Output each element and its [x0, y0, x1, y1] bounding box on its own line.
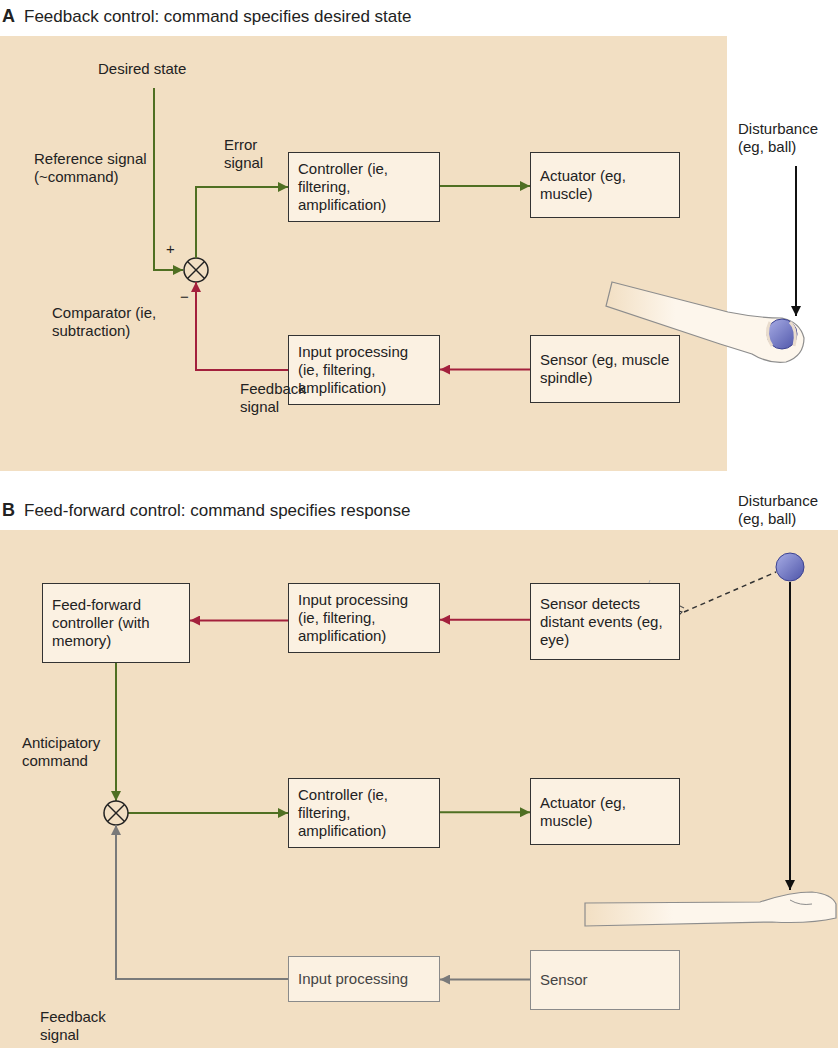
connector: [196, 187, 288, 370]
connector-line: [128, 812, 288, 814]
box-text: Feed-forward controller (with memory): [52, 596, 180, 650]
signal-label: Reference signal (~command): [34, 150, 150, 186]
disturbance-arrow: [795, 166, 797, 316]
connector-line: [196, 282, 288, 370]
panel-ground: [0, 36, 727, 471]
signal-label: Error signal: [224, 136, 284, 172]
connector: [440, 619, 530, 620]
connector-line: [196, 187, 288, 258]
connector-line: [440, 811, 530, 813]
signal-label: +: [166, 240, 180, 258]
panel-title: Feed-forward control: command specifies …: [24, 501, 410, 521]
box-text: Controller (ie, filtering, amplification…: [298, 160, 430, 214]
ball-illustration: [776, 553, 804, 581]
panel-ground: [0, 530, 838, 1048]
process-box: Controller (ie, filtering, amplification…: [288, 152, 440, 222]
connector-line: [440, 185, 530, 187]
connector-line: [115, 663, 117, 801]
box-text: Controller (ie, filtering, amplification…: [298, 786, 430, 840]
connector-line: [440, 369, 530, 371]
connector-line: [440, 979, 530, 981]
signal-label: Disturbance (eg, ball): [738, 492, 836, 528]
junction-symbol: [104, 801, 128, 825]
connector: [440, 812, 530, 813]
process-box: Actuator (eg, muscle): [530, 152, 680, 218]
signal-label: Disturbance (eg, ball): [738, 120, 836, 156]
process-box: Sensor (eg, muscle spindle): [530, 335, 680, 403]
box-text: Input processing (ie, filtering, amplifi…: [298, 591, 430, 645]
connector-line: [440, 619, 530, 621]
connector: [440, 186, 530, 187]
box-text: Input processing: [298, 970, 408, 988]
box-text: Input processing (ie, filtering, amplifi…: [298, 343, 430, 397]
signal-label: Feedback signal: [40, 1008, 114, 1044]
connector-line: [116, 825, 288, 979]
signal-label: Anticipatory command: [22, 734, 112, 770]
panel-letter: A: [2, 6, 15, 27]
box-text: Actuator (eg, muscle): [540, 167, 670, 203]
process-box: Sensor: [530, 950, 680, 1010]
panel-title: Feedback control: command specifies desi…: [24, 7, 411, 27]
box-text: Actuator (eg, muscle): [540, 794, 670, 830]
sight-line: [684, 572, 776, 612]
connector-line: [190, 620, 288, 622]
signal-label: Comparator (ie, subtraction): [52, 304, 182, 340]
box-text: Sensor detects distant events (eg, eye): [540, 595, 670, 649]
connector: [440, 369, 530, 370]
connector: [116, 825, 288, 979]
process-box: Actuator (eg, muscle): [530, 778, 680, 845]
connector: [116, 663, 288, 813]
process-box: Feed-forward controller (with memory): [42, 583, 190, 663]
arm-illustration: [585, 892, 836, 926]
connector: [440, 979, 530, 980]
comparator-symbol: [184, 258, 208, 282]
process-box: Sensor detects distant events (eg, eye): [530, 583, 680, 660]
box-text: Sensor (eg, muscle spindle): [540, 351, 670, 387]
signal-label: Desired state: [98, 60, 218, 78]
process-box: Input processing: [288, 956, 440, 1002]
process-box: Input processing (ie, filtering, amplifi…: [288, 583, 440, 653]
panel: B Feed-forward control: command specifies…: [0, 494, 838, 1048]
signal-label: −: [180, 288, 194, 306]
connector: [190, 620, 288, 621]
panel-letter: B: [2, 500, 15, 521]
process-box: Controller (ie, filtering, amplification…: [288, 778, 440, 848]
box-text: Sensor: [540, 971, 588, 989]
disturbance-arrow: [789, 582, 791, 890]
reference-line: [154, 88, 183, 270]
signal-label: Feedback signal: [240, 380, 320, 416]
process-box: Input processing (ie, filtering, amplifi…: [288, 335, 440, 405]
